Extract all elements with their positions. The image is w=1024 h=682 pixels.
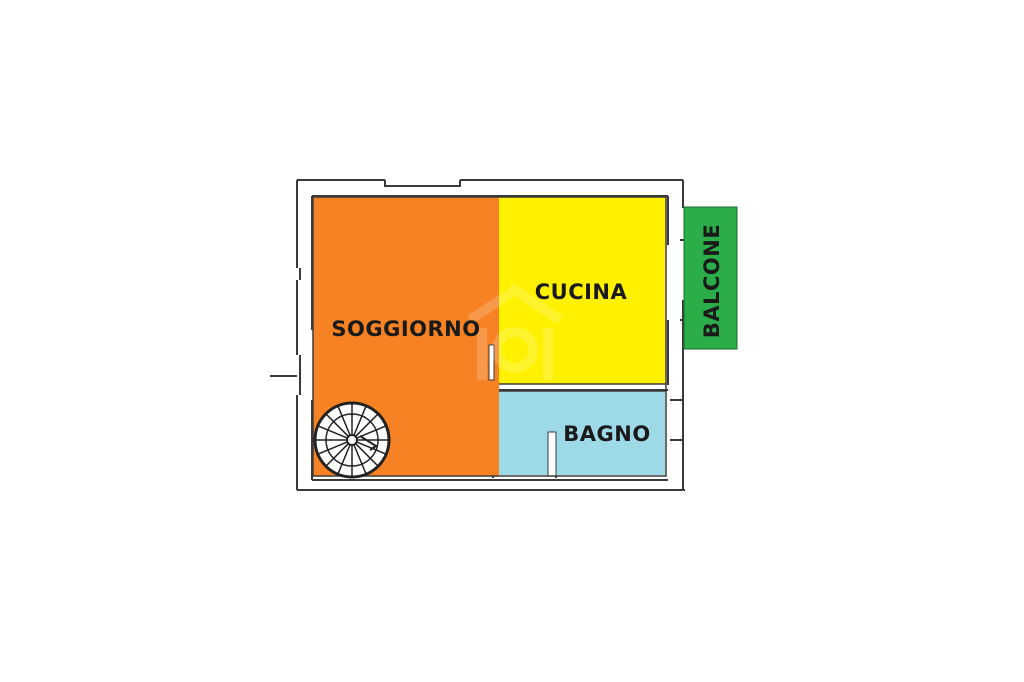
spiral-staircase-icon — [313, 401, 391, 479]
room-cucina — [499, 197, 666, 384]
stair-step — [353, 405, 367, 436]
stair-step — [317, 441, 348, 455]
stair-step — [325, 443, 349, 467]
room-balcone — [683, 206, 738, 350]
stair-step — [317, 425, 348, 439]
stair-step — [337, 405, 351, 436]
cucina-window-gap — [665, 245, 669, 320]
house-logo-watermark — [467, 283, 563, 380]
label-balcone: BALCONE — [700, 224, 724, 338]
label-bagno: BAGNO — [563, 422, 650, 446]
room-bagno — [499, 391, 665, 475]
label-cucina: CUCINA — [535, 280, 628, 304]
label-soggiorno: SOGGIORNO — [331, 317, 480, 341]
stair-step — [337, 444, 351, 475]
stair-step — [353, 444, 367, 475]
exterior-walls — [270, 179, 688, 491]
room-outlines — [312, 196, 667, 477]
partition-stub — [488, 344, 495, 381]
stair-step — [325, 413, 349, 437]
soggiorno-door-gap — [307, 330, 313, 400]
stair-step — [355, 413, 379, 437]
stair-step — [355, 443, 379, 467]
bagno-wall-stub — [547, 431, 557, 477]
